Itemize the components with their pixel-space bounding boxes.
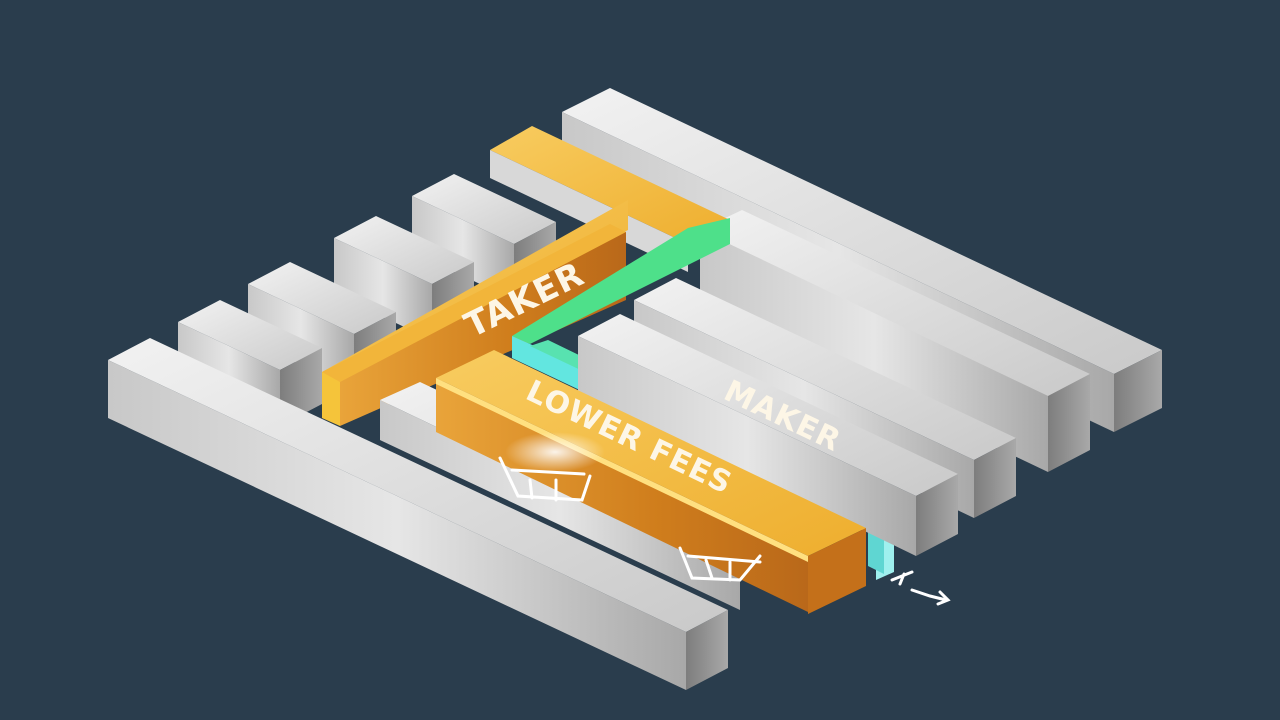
cart-sketch-icon: [678, 546, 762, 582]
arrow-sketch-icon: [890, 570, 951, 606]
metal-bar-front: [108, 338, 728, 690]
metal-bar-maker: [578, 314, 958, 556]
cart-sketch-icon: [498, 456, 592, 502]
taker-path: [322, 126, 730, 426]
lower-fees-bar: [436, 350, 866, 614]
metal-bar: [700, 210, 1090, 472]
